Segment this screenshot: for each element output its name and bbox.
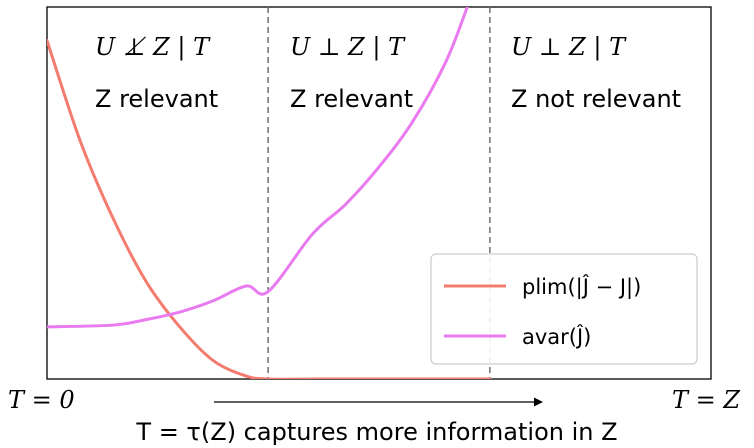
legend-label-avar: avar(Ĵ)	[522, 324, 591, 349]
legend-label-plim: plim(|Ĵ − J|)	[522, 274, 641, 300]
series-line-plim	[47, 38, 492, 379]
legend: plim(|Ĵ − J|) avar(Ĵ)	[430, 253, 698, 365]
region-3-relevance: Z not relevant	[511, 85, 681, 113]
x-axis-label: T = τ(Z) captures more information in Z	[135, 418, 617, 446]
region-1-relevance: Z relevant	[95, 85, 218, 113]
region-2-independence: U ⊥ Z | T	[290, 33, 406, 62]
x-end-label: T = Z	[672, 386, 741, 414]
region-2-relevance: Z relevant	[290, 85, 413, 113]
x-start-label: T = 0	[8, 386, 75, 414]
region-1-independence: U ⊥̸ Z | T	[95, 33, 211, 62]
region-3-independence: U ⊥ Z | T	[511, 33, 627, 62]
series-line-avar	[47, 7, 469, 329]
